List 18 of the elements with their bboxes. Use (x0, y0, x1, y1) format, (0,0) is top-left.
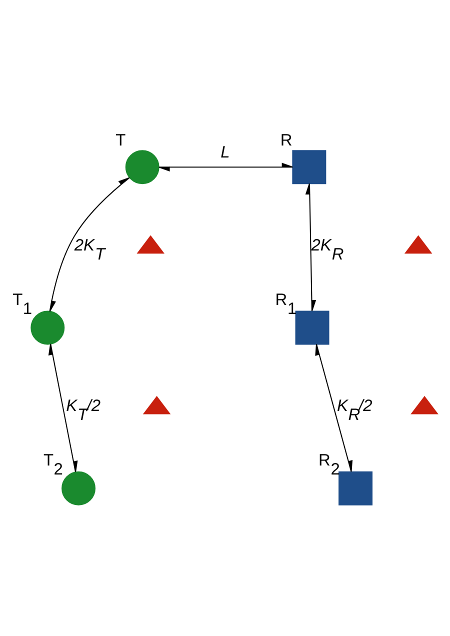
node-circle (125, 150, 160, 184)
arrow (305, 182, 316, 311)
node-triangle (142, 395, 171, 414)
arrow (49, 176, 130, 312)
node-box (295, 310, 330, 344)
node-triangle (404, 234, 432, 254)
arrow (158, 162, 294, 171)
arrow (315, 343, 353, 472)
node-label: T (116, 130, 126, 149)
edge-label: L (220, 143, 230, 162)
arrow (48, 343, 78, 472)
node-circle (30, 310, 65, 344)
node-box (292, 150, 326, 184)
node-label: R (280, 130, 292, 149)
node-triangle (410, 395, 438, 414)
node-circle (62, 470, 96, 505)
node-triangle (136, 234, 165, 254)
node-box (338, 470, 372, 505)
